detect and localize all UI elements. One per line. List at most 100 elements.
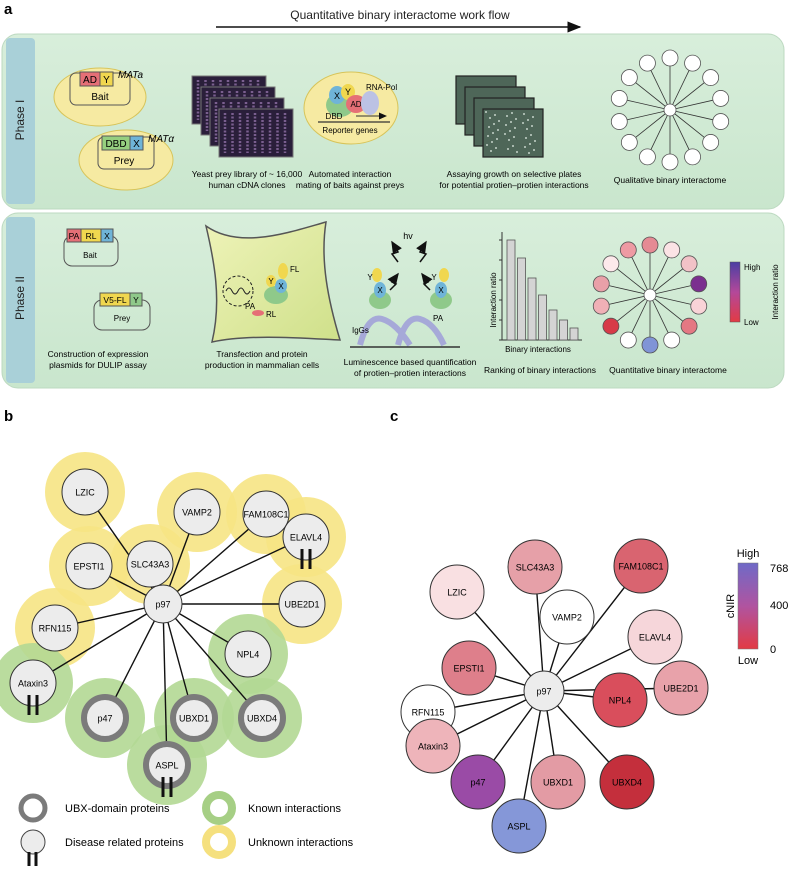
node-elavl4: ELAVL4: [282, 513, 330, 569]
ranking-bar: [517, 257, 526, 341]
qualitative-network: [610, 49, 730, 171]
network-node: [663, 331, 681, 349]
node-circle: [61, 468, 109, 516]
prey-plasmid: V5-FL Y Prey: [93, 292, 151, 331]
panel-b: b SLC43A3FAM108C1LZICVAMP2ELAVL4EPSTI1UB…: [0, 408, 354, 866]
network-node: [602, 255, 620, 273]
svg-text:Prey: Prey: [114, 314, 130, 323]
svg-text:RL: RL: [266, 310, 277, 319]
node-circle: [282, 513, 330, 561]
phase2-caption-3b: of protien–protien interactions: [354, 368, 466, 378]
node-p47: p47: [450, 754, 506, 810]
node-fam108c1: FAM108C1: [242, 490, 290, 538]
node-circle: [613, 538, 669, 594]
network-node: [592, 297, 610, 315]
edge-aspl: [162, 603, 168, 766]
ranking-bar: [527, 277, 537, 341]
node-ube2d1: UBE2D1: [653, 660, 709, 716]
svg-text:DBD: DBD: [105, 139, 126, 150]
svg-text:hv: hv: [403, 231, 413, 241]
quantitative-network: [592, 236, 708, 354]
phase2-caption-1a: Construction of expression: [48, 349, 149, 359]
svg-text:Bait: Bait: [83, 251, 98, 260]
selective-plates: [455, 75, 544, 158]
panel-a-letter: a: [4, 1, 13, 18]
network-node: [602, 317, 620, 335]
workflow-title: Quantitative binary interactome work flo…: [290, 8, 510, 22]
node-label: RFN115: [412, 708, 445, 718]
node-circle: [599, 754, 655, 810]
legend-disease: Disease related proteins: [65, 837, 184, 849]
legend-known: Known interactions: [248, 803, 341, 815]
node-circle: [491, 798, 547, 854]
phase2-caption-1b: plasmids for DULIP assay: [49, 360, 147, 370]
node-label: ASPL: [507, 822, 530, 832]
phase1-caption-4: Qualitative binary interactome: [614, 175, 727, 185]
network-node: [663, 241, 681, 259]
node-label: UBXD1: [543, 778, 573, 788]
node-label: p47: [470, 778, 485, 788]
node-label: UBXD4: [247, 714, 277, 724]
node-label: UBE2D1: [663, 684, 698, 694]
node-circle: [81, 694, 129, 742]
node-circle: [530, 754, 586, 810]
svg-text:Y: Y: [133, 295, 139, 305]
edge-elavl4: [162, 536, 307, 605]
node-circle: [441, 640, 497, 696]
node-circle: [126, 540, 174, 588]
svg-text:AD: AD: [350, 100, 361, 109]
colorbar-high: High: [737, 548, 760, 560]
node-label: NPL4: [609, 696, 632, 706]
svg-text:IgGs: IgGs: [352, 326, 369, 335]
node-circle: [143, 741, 191, 789]
node-label: ELAVL4: [290, 533, 322, 543]
node-circle: [405, 718, 461, 774]
yeast-bait: AD Y MATa Bait: [53, 67, 147, 127]
prey-label: Prey: [114, 156, 135, 167]
phase2-caption-4: Ranking of binary interactions: [484, 365, 596, 375]
node-circle: [450, 754, 506, 810]
svg-text:RL: RL: [86, 231, 97, 241]
node-circle: [224, 630, 272, 678]
node-circle: [278, 580, 326, 628]
node-label: UBXD1: [179, 714, 209, 724]
network-node: [702, 134, 720, 151]
phase2-label-bar: [6, 217, 35, 383]
node-label: p47: [97, 714, 112, 724]
svg-text:Y: Y: [268, 277, 274, 286]
node-elavl4: ELAVL4: [627, 609, 683, 665]
network-node: [610, 90, 628, 107]
phase1-caption-1a: Yeast prey library of ~ 16,000: [192, 169, 303, 179]
node-slc43a3: SLC43A3: [507, 539, 563, 595]
colorbar-low: Low: [738, 655, 758, 667]
node-epsti1: EPSTI1: [65, 542, 113, 590]
ranking-bar: [569, 327, 579, 341]
phase2-caption-3a: Luminescence based quantification: [344, 357, 477, 367]
svg-text:Low: Low: [744, 318, 759, 327]
node-circle: [170, 694, 218, 742]
mat-alpha-label: MATα: [148, 134, 174, 145]
nodes: SLC43A3FAM108C1LZICVAMP2ELAVL4EPSTI1UBE2…: [9, 468, 330, 797]
panel-b-legend: UBX-domain proteins Known interactions D…: [18, 791, 354, 866]
network-node: [680, 317, 698, 335]
network-node: [610, 113, 628, 130]
node-circle: [173, 488, 221, 536]
node-fam108c1: FAM108C1: [613, 538, 669, 594]
network-node: [661, 49, 679, 67]
svg-text:X: X: [278, 282, 284, 291]
svg-text:Y: Y: [431, 273, 437, 282]
network-node: [620, 134, 638, 151]
svg-text:PA: PA: [433, 314, 444, 323]
legend-unknown: Unknown interactions: [248, 837, 354, 849]
node-ataxin3: Ataxin3: [405, 718, 461, 774]
node-label: NPL4: [237, 650, 260, 660]
network-node: [702, 69, 720, 86]
node-label: VAMP2: [552, 613, 582, 623]
node-label: SLC43A3: [516, 563, 555, 573]
hub-label: p97: [155, 600, 170, 610]
node-circle: [31, 604, 79, 652]
node-circle: [539, 589, 595, 645]
